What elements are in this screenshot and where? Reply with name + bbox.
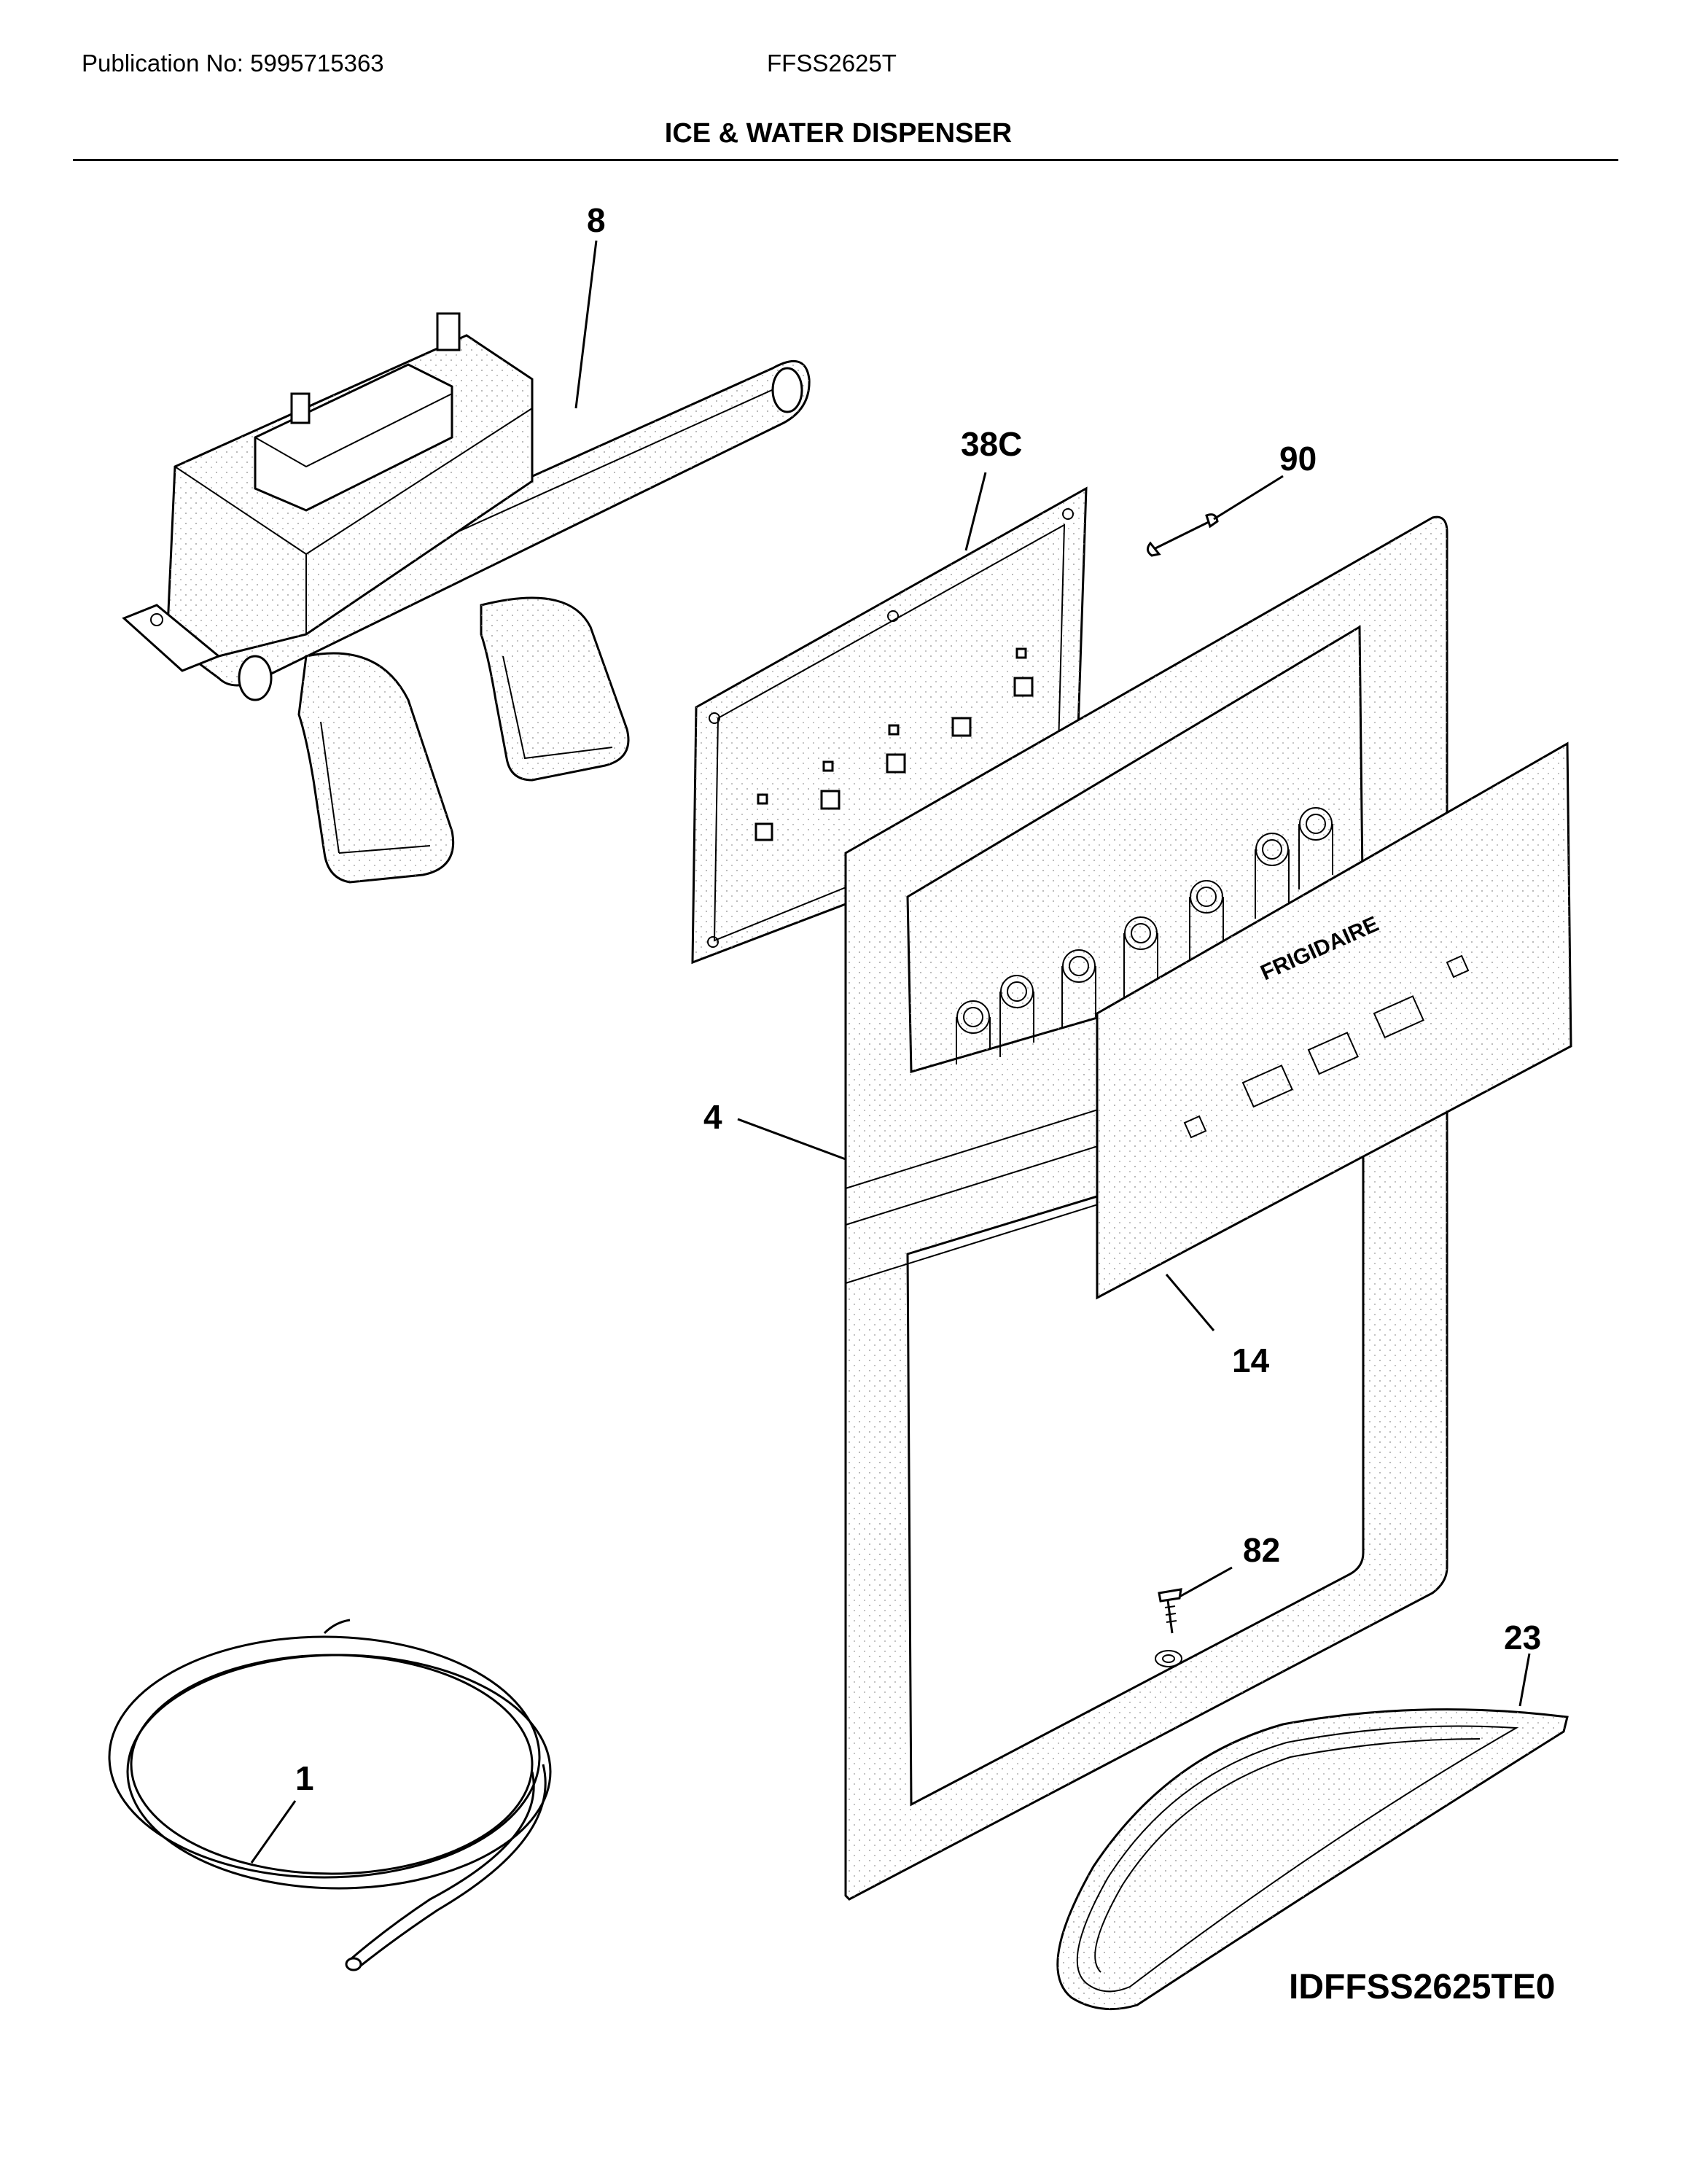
page-title: ICE & WATER DISPENSER (664, 118, 1013, 149)
publication-number: Publication No: 5995715363 (82, 50, 384, 77)
callout-14: 14 (1232, 1342, 1270, 1379)
callout-38c: 38C (961, 425, 1022, 463)
callout-23: 23 (1504, 1619, 1541, 1656)
figure-id: IDFFSS2625TE0 (1289, 1968, 1556, 2006)
part-4-dispenser-bezel (844, 515, 1448, 1901)
part-90-pin (1147, 513, 1219, 557)
part-82-screw (1158, 1588, 1182, 1634)
callout-8: 8 (587, 201, 606, 239)
part-1-water-tubing (108, 1619, 552, 1971)
callout-leaders (250, 240, 1531, 1864)
header-rule (73, 159, 1618, 161)
callout-90: 90 (1279, 440, 1317, 478)
model-number: FFSS2625T (767, 50, 897, 77)
part-14-control-overlay: FRIGIDAIRE (1096, 741, 1572, 1300)
callout-1: 1 (295, 1759, 314, 1797)
callout-4: 4 (703, 1098, 722, 1136)
callout-82: 82 (1243, 1531, 1280, 1569)
part-8-actuator-assembly (122, 312, 811, 884)
part-23-drip-tray (1056, 1708, 1569, 2011)
